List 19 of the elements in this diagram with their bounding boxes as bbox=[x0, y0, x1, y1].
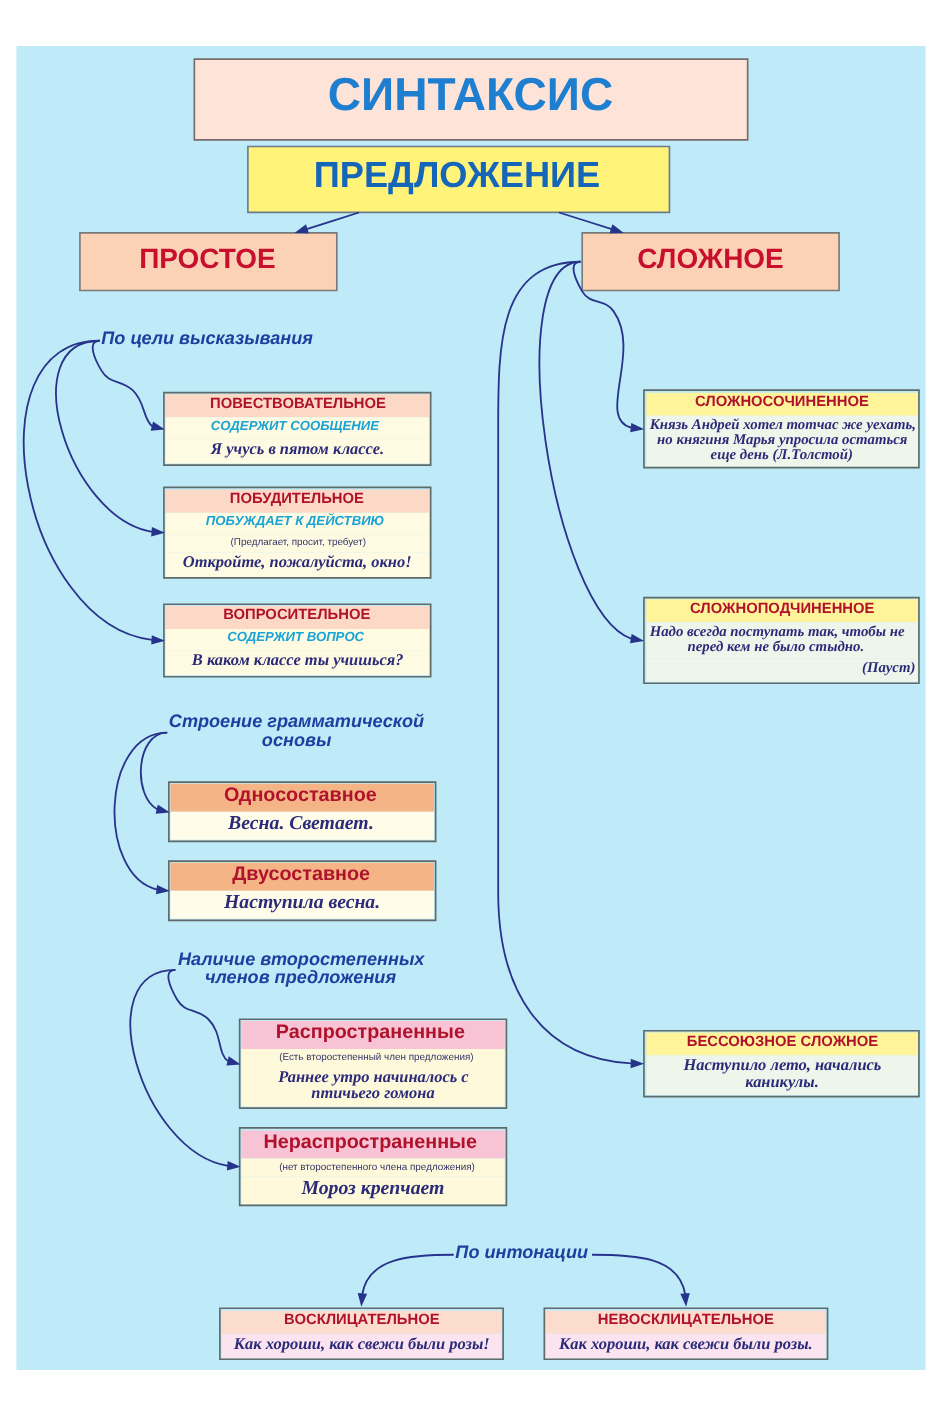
arrow bbox=[140, 731, 170, 814]
arrow bbox=[167, 968, 241, 1066]
arrow bbox=[572, 260, 645, 433]
node-text: По цели высказывания bbox=[101, 327, 314, 348]
arrow bbox=[591, 1253, 690, 1307]
arrow bbox=[357, 1253, 455, 1307]
arrow bbox=[91, 339, 165, 431]
arrow bbox=[558, 211, 624, 234]
diagram-title: СИНТАКСИС bbox=[327, 68, 614, 121]
arrow bbox=[497, 260, 645, 1069]
arrow bbox=[538, 260, 645, 644]
arrow bbox=[113, 731, 170, 895]
arrow bbox=[129, 968, 241, 1171]
arrow bbox=[55, 339, 165, 537]
arrow bbox=[22, 339, 165, 645]
arrow bbox=[294, 211, 360, 234]
node-text: Строение грамматической основы bbox=[168, 711, 425, 750]
node-text: По интонации bbox=[455, 1241, 589, 1262]
node-text: Наличие второстепенных членов предложения bbox=[177, 948, 425, 987]
